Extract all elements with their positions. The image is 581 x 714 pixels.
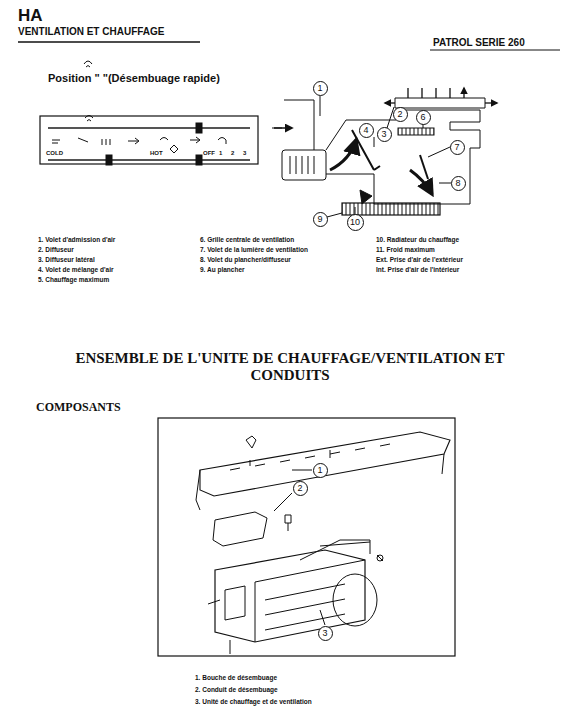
text-label: PATROL SERIE 260: [433, 37, 525, 49]
callout-circle: 1: [313, 463, 328, 478]
callout-circle: 3: [318, 626, 333, 641]
callout-circle: 4: [359, 123, 374, 138]
text-label: 2. Diffuseur: [38, 246, 74, 253]
text-label: COMPOSANTS: [36, 401, 121, 415]
text-label: 3. Unité de chauffage et de ventilation: [195, 698, 312, 705]
text-label: HA: [18, 6, 43, 26]
callout-number: 4: [363, 126, 368, 135]
callout-number: 6: [420, 113, 425, 122]
callout-circle: 1: [313, 81, 328, 96]
section-title: ENSEMBLE DE L'UNITE DE CHAUFFAGE/VENTILA…: [60, 350, 520, 385]
text-label: COLD: [46, 150, 63, 157]
callout-number: 3: [381, 130, 386, 139]
text-label: 9. Au plancher: [200, 266, 245, 273]
text-label: 1. Bouche de désembuage: [195, 674, 277, 681]
callout-number: 10: [350, 218, 360, 227]
text-label: VENTILATION ET CHAUFFAGE: [18, 26, 164, 38]
callout-circle: 8: [451, 176, 466, 191]
callout-number: 1: [317, 84, 322, 93]
text-label: 2: [231, 150, 234, 157]
text-label: 2. Conduit de désembuage: [195, 686, 278, 693]
text-label: Ext. Prise d'air de l'extérieur: [376, 256, 463, 263]
callout-circle: 3: [377, 127, 392, 142]
text-label: 10. Radiateur du chauffage: [376, 236, 459, 243]
text-label: 11. Froid maximum: [376, 246, 435, 253]
callout-number: 3: [322, 629, 327, 638]
text-label: 3. Diffuseur latéral: [38, 256, 95, 263]
text-label: 7. Volet de la lumière de ventilation: [200, 246, 308, 253]
text-label: 5. Chauffage maximum: [38, 276, 109, 283]
callout-circle: 6: [416, 110, 431, 125]
text-label: 6. Grille centrale de ventilation: [200, 236, 294, 243]
callout-number: 7: [454, 143, 459, 152]
text-label: Int. Prise d'air de l'intérieur: [376, 266, 459, 273]
callout-circle: 2: [393, 107, 408, 122]
text-label: 1: [219, 150, 222, 157]
text-label: 3: [243, 150, 246, 157]
callout-number: 9: [317, 215, 322, 224]
text-label: Position " "(Désembuage rapide): [48, 72, 220, 85]
callout-number: 2: [397, 110, 402, 119]
text-label: 8. Volet du plancher/diffuseur: [200, 256, 291, 263]
callout-number: 1: [317, 466, 322, 475]
text-label: 4. Volet de mélange d'air: [38, 266, 113, 273]
callout-number: 8: [455, 179, 460, 188]
text-label: 1. Volet d'admission d'air: [38, 236, 115, 243]
text-label: HOT: [150, 150, 163, 157]
callout-circle: 2: [293, 481, 308, 496]
callout-circle: 9: [313, 212, 328, 227]
callout-number: 2: [297, 484, 302, 493]
text-label: OFF: [203, 150, 215, 157]
callout-circle: 7: [450, 140, 465, 155]
callout-circle: 10: [347, 214, 364, 231]
